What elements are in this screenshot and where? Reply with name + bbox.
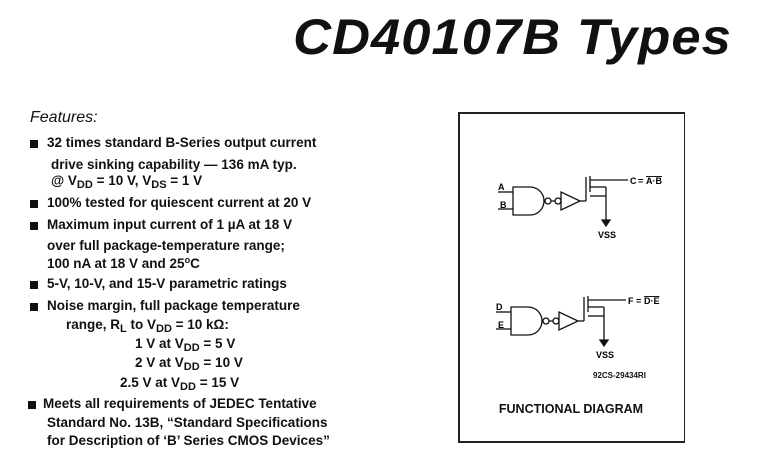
bullet-icon bbox=[30, 303, 38, 311]
feature-text: 2.5 V at V bbox=[120, 375, 181, 390]
feature-line: @ VDD = 10 V, VDS = 1 V bbox=[51, 173, 202, 191]
feature-text: = 10 V, V bbox=[92, 173, 152, 188]
equals-sign: = bbox=[638, 176, 643, 186]
feature-text: = 5 V bbox=[199, 336, 236, 351]
feature-line: Standard No. 13B, “Standard Specificatio… bbox=[47, 415, 328, 430]
gate-2 bbox=[496, 296, 626, 348]
feature-line: for Description of ‘B’ Series CMOS Devic… bbox=[47, 433, 330, 448]
feature-text: 100% tested for quiescent current at 20 … bbox=[47, 195, 312, 210]
bullet-icon bbox=[30, 200, 38, 208]
feature-text: to V bbox=[126, 317, 157, 332]
figure-code: 92CS-29434RI bbox=[593, 371, 646, 380]
bullet-icon bbox=[30, 140, 38, 148]
feature-text: 5-V, 10-V, and 15-V parametric ratings bbox=[47, 276, 287, 291]
feature-line: Maximum input current of 1 µA at 18 V bbox=[47, 217, 292, 232]
feature-text: drive sinking capability — 136 mA typ. bbox=[51, 157, 297, 172]
feature-line: drive sinking capability — 136 mA typ. bbox=[51, 157, 297, 172]
feature-text: Maximum input current of 1 µA at 18 V bbox=[47, 217, 293, 232]
feature-text: = 10 V bbox=[199, 355, 243, 370]
feature-text: Standard No. 13B, “Standard Specificatio… bbox=[47, 415, 328, 430]
feature-text: DD bbox=[76, 179, 93, 191]
feature-text: 100 nA at 18 V and 25 bbox=[47, 256, 185, 271]
functional-diagram: A B C = A·B VSS D E F = D·E VSS bbox=[496, 176, 662, 360]
feature-line: 5-V, 10-V, and 15-V parametric ratings bbox=[47, 276, 287, 291]
feature-line: 100 nA at 18 V and 25oC bbox=[47, 255, 200, 271]
equals-sign: = bbox=[636, 296, 641, 306]
output-f-expr: D·E bbox=[644, 296, 660, 306]
feature-text: over full package-temperature range; bbox=[47, 238, 285, 253]
feature-text: 2 V at V bbox=[135, 355, 184, 370]
gate-1 bbox=[498, 176, 628, 228]
feature-text: for Description of ‘B’ Series CMOS Devic… bbox=[47, 433, 330, 448]
feature-line: Noise margin, full package temperature bbox=[47, 298, 300, 313]
feature-text: DD bbox=[183, 342, 200, 354]
input-e-label: E bbox=[498, 320, 504, 330]
feature-text: = 15 V bbox=[195, 375, 240, 390]
input-b-label: B bbox=[500, 200, 507, 210]
diagram-caption: FUNCTIONAL DIAGRAM bbox=[498, 402, 644, 416]
feature-line: Meets all requirements of JEDEC Tentativ… bbox=[43, 396, 317, 411]
feature-text: DS bbox=[151, 179, 167, 191]
feature-text: o bbox=[184, 255, 191, 265]
output-f-name: F bbox=[628, 296, 634, 306]
feature-text: DD bbox=[156, 323, 172, 335]
bullet-icon bbox=[28, 401, 36, 409]
output-c-name: C bbox=[630, 176, 637, 186]
vss-label-1: VSS bbox=[598, 230, 616, 240]
feature-line: 32 times standard B-Series output curren… bbox=[47, 135, 316, 150]
feature-text: Meets all requirements of JEDEC Tentativ… bbox=[43, 396, 317, 411]
feature-text: @ V bbox=[51, 173, 77, 188]
feature-line: 1 V at VDD = 5 V bbox=[135, 336, 235, 354]
feature-text: L bbox=[120, 323, 127, 335]
feature-text: range, R bbox=[66, 317, 121, 332]
feature-text: 1 V at V bbox=[135, 336, 184, 351]
feature-line: 100% tested for quiescent current at 20 … bbox=[47, 195, 311, 210]
feature-text: DD bbox=[180, 381, 196, 393]
feature-line: 2.5 V at VDD = 15 V bbox=[120, 375, 239, 393]
functional-diagram-frame bbox=[458, 112, 685, 443]
feature-text: DD bbox=[183, 361, 200, 373]
feature-line: 2 V at VDD = 10 V bbox=[135, 355, 243, 373]
features-heading: Features: bbox=[30, 109, 98, 126]
feature-text: C bbox=[190, 256, 200, 271]
output-c-expr: A·B bbox=[646, 176, 662, 186]
bullet-icon bbox=[30, 281, 38, 289]
feature-line: range, RL to VDD = 10 kΩ: bbox=[66, 317, 229, 335]
feature-line: over full package-temperature range; bbox=[47, 238, 285, 253]
page-title: CD40107B Types bbox=[293, 9, 732, 65]
bullet-icon bbox=[30, 222, 38, 230]
feature-text: = 10 kΩ: bbox=[171, 317, 229, 332]
feature-text: = 1 V bbox=[166, 173, 203, 188]
vss-label-2: VSS bbox=[596, 350, 614, 360]
input-d-label: D bbox=[496, 302, 503, 312]
input-a-label: A bbox=[498, 182, 505, 192]
feature-text: 32 times standard B-Series output curren… bbox=[47, 135, 317, 150]
feature-text: Noise margin, full package temperature bbox=[47, 298, 300, 313]
